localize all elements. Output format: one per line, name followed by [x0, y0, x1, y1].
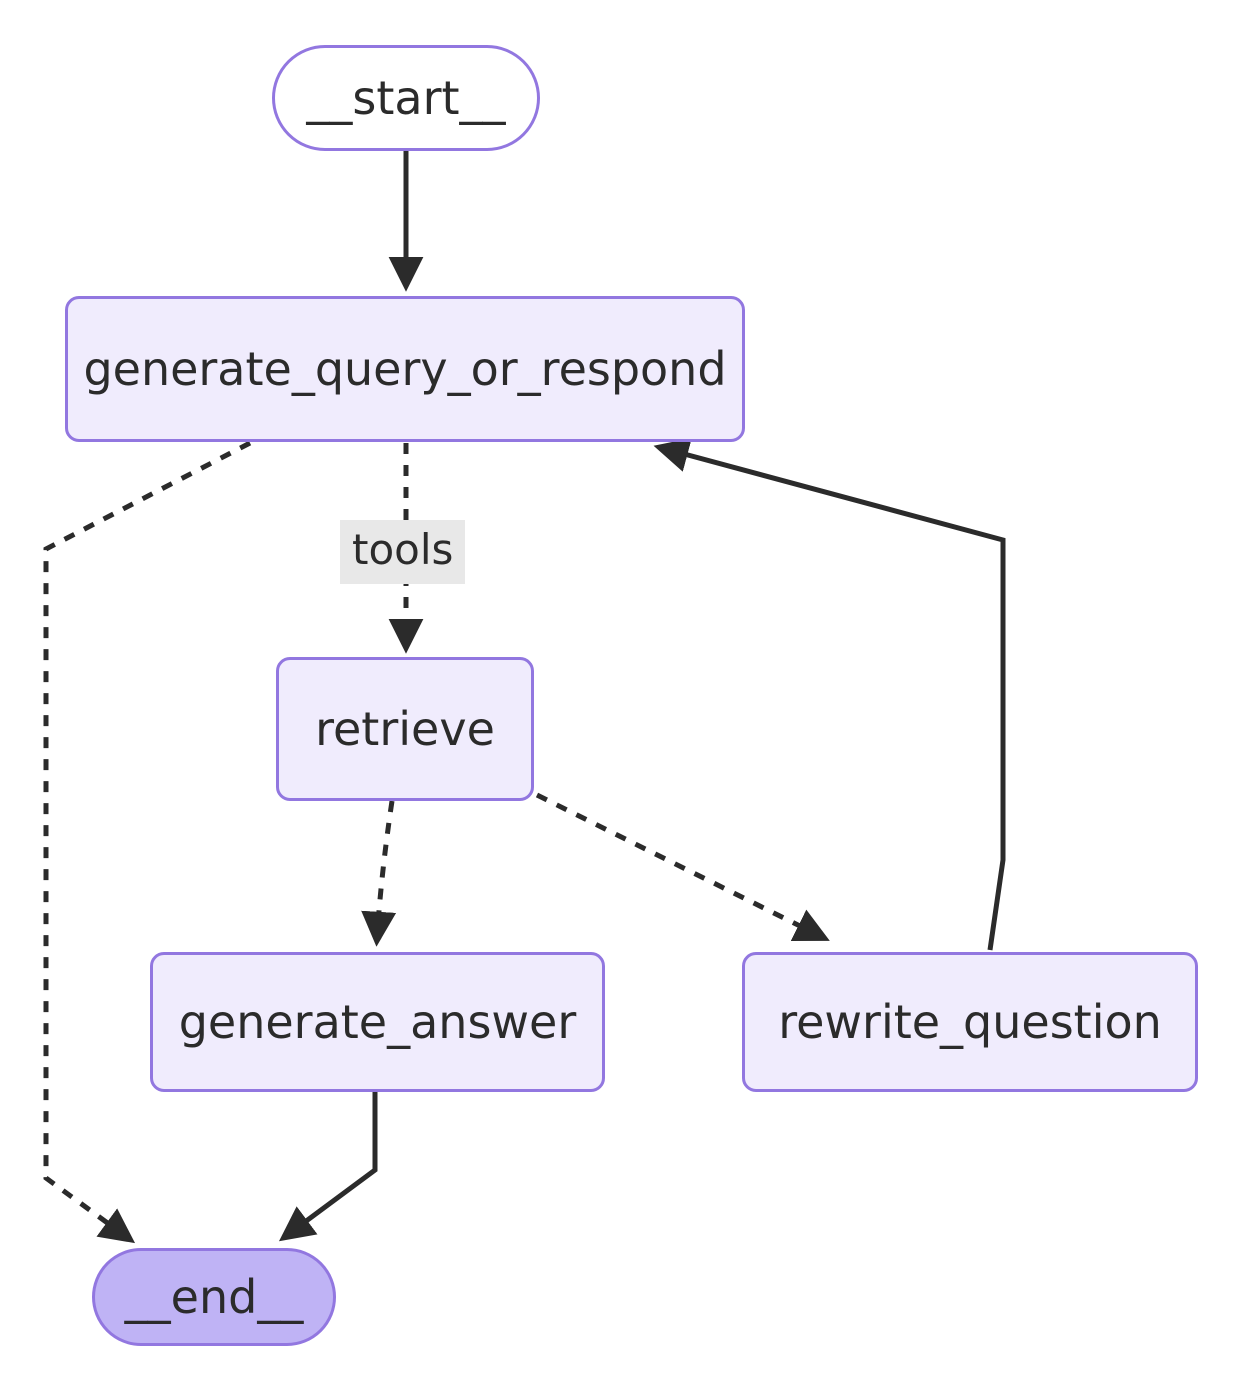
node-end-label: __end__ — [124, 1269, 304, 1324]
node-generate-query-or-respond[interactable]: generate_query_or_respond — [65, 296, 745, 442]
node-generate-answer-label: generate_answer — [178, 994, 577, 1049]
node-generate-answer[interactable]: generate_answer — [150, 952, 605, 1092]
edge-generate-answer-to-end — [278, 1092, 378, 1242]
edge-generate-query-or-respond-to-end — [43, 440, 252, 1244]
node-end[interactable]: __end__ — [92, 1248, 336, 1346]
edge-rewrite-question-to-generate-query-or-respond — [653, 437, 1006, 951]
node-start-label: __start__ — [306, 70, 506, 125]
edge-label-tools: tools — [340, 520, 466, 584]
node-retrieve[interactable]: retrieve — [276, 657, 534, 801]
edge-retrieve-to-rewrite-question — [535, 792, 830, 941]
edge-retrieve-to-generate-answer — [361, 800, 397, 947]
node-retrieve-label: retrieve — [315, 701, 495, 756]
node-generate-query-or-respond-label: generate_query_or_respond — [83, 341, 727, 396]
node-rewrite-question-label: rewrite_question — [778, 994, 1162, 1049]
node-rewrite-question[interactable]: rewrite_question — [742, 952, 1198, 1092]
node-start[interactable]: __start__ — [272, 45, 540, 151]
